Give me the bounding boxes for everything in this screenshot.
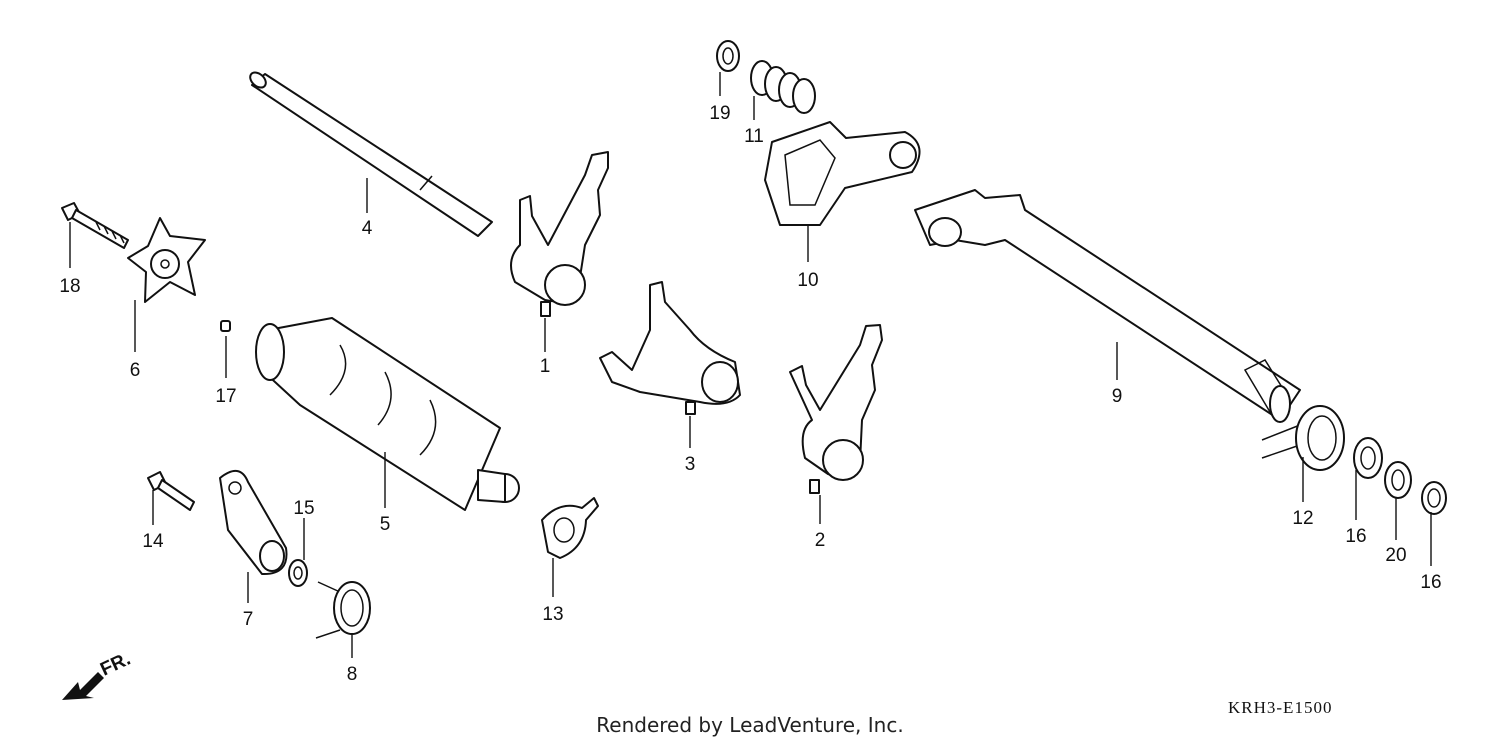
part-17-dowel-pin[interactable] (220, 320, 231, 332)
footer-credit: Rendered by LeadVenture, Inc. (596, 713, 904, 737)
callout-3[interactable]: 3 (685, 454, 696, 475)
part-9-shift-spindle[interactable] (914, 189, 1301, 423)
callout-12[interactable]: 12 (1292, 508, 1313, 529)
part-16-washer[interactable] (1353, 437, 1383, 479)
part-19-circlip[interactable] (716, 40, 740, 72)
part-20-circlip[interactable] (1384, 461, 1412, 499)
callout-6[interactable]: 6 (130, 360, 141, 381)
part-4-fork-shaft[interactable] (247, 70, 493, 237)
part-16-washer-2[interactable] (1421, 481, 1447, 515)
callout-16-second[interactable]: 16 (1420, 572, 1441, 593)
callout-18[interactable]: 18 (59, 276, 80, 297)
diagram-code: KRH3-E1500 (1228, 698, 1333, 717)
part-10-guide-plate[interactable] (764, 121, 921, 226)
callout-10[interactable]: 10 (797, 270, 818, 291)
part-14-bolt[interactable] (147, 471, 195, 511)
callout-9[interactable]: 9 (1112, 386, 1123, 407)
callout-15[interactable]: 15 (293, 498, 314, 519)
callout-1[interactable]: 1 (540, 356, 551, 377)
callout-8[interactable]: 8 (347, 664, 358, 685)
part-5-shift-drum[interactable] (255, 317, 520, 511)
part-1-shift-fork[interactable] (510, 151, 609, 317)
callout-17[interactable]: 17 (215, 386, 236, 407)
callout-16[interactable]: 16 (1345, 526, 1366, 547)
part-11-spring[interactable] (750, 60, 816, 114)
front-arrow-icon (62, 672, 104, 700)
part-6-star-plate[interactable] (127, 217, 206, 303)
callout-2[interactable]: 2 (815, 530, 826, 551)
part-3-shift-fork[interactable] (599, 281, 741, 415)
part-15-washer[interactable] (288, 559, 308, 587)
callout-14[interactable]: 14 (142, 531, 164, 552)
callout-20[interactable]: 20 (1385, 545, 1406, 566)
callout-4[interactable]: 4 (362, 218, 373, 239)
part-13-collar[interactable] (541, 497, 599, 559)
callout-7[interactable]: 7 (243, 609, 254, 630)
part-18-bolt[interactable] (61, 202, 129, 249)
direction-label: FR. (97, 649, 134, 681)
part-7-stopper-arm[interactable] (219, 470, 288, 576)
callout-13[interactable]: 13 (542, 604, 563, 625)
part-12-return-spring[interactable] (1261, 405, 1345, 471)
part-8-spring[interactable] (315, 581, 371, 639)
callout-19[interactable]: 19 (709, 103, 730, 124)
callout-5[interactable]: 5 (380, 514, 391, 535)
callout-11[interactable]: 11 (744, 126, 764, 147)
part-2-shift-fork[interactable] (789, 324, 883, 494)
